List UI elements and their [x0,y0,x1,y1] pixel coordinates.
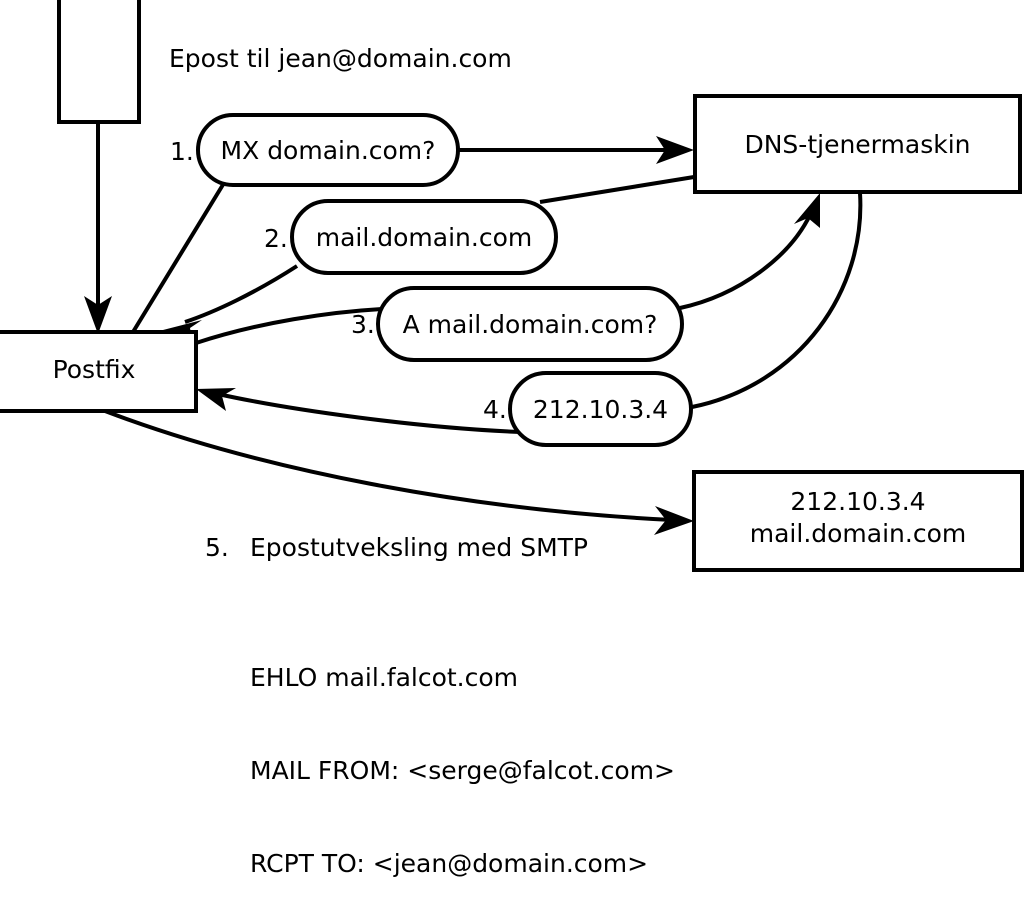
bubble-step-3 [376,286,684,362]
bubble-step-1 [196,113,460,187]
smtp-line: RCPT TO: <jean@domain.com> [250,849,649,878]
bubble-step-3-label: A mail.domain.com? [402,310,658,339]
node-postfix-label: Postfix [52,355,136,384]
bubble-step-2 [290,199,558,275]
smtp-transcript: EHLO mail.falcot.com MAIL FROM: <serge@f… [250,600,675,919]
node-postfix-box [0,330,198,413]
smtp-line: EHLO mail.falcot.com [250,663,519,692]
step-number-5: 5. [205,533,229,562]
connector-step1-postfix-to-bubble [131,181,226,334]
node-dns-box [693,94,1022,194]
header-note: Epost til jean@domain.com [169,44,512,73]
connector-step3-postfix-to-bubble [195,307,383,345]
node-mailserver-box [692,470,1024,572]
bubble-step-2-label: mail.domain.com [315,223,533,252]
smtp-line: MAIL FROM: <serge@falcot.com> [250,756,675,785]
node-mailserver-label-line2: mail.domain.com [749,519,967,548]
connector-client-to-postfix [84,122,112,334]
bubble-step-4 [508,371,693,447]
node-dns-label: DNS-tjenermaskin [744,130,971,159]
connector-step5-postfix-to-mailserver [104,409,694,535]
node-client-box [57,0,141,124]
node-mailserver-label-line1: 212.10.3.4 [790,487,926,516]
bubble-step-1-label: MX domain.com? [220,136,436,165]
connector-step4-bubble-to-postfix [196,388,521,434]
connector-step3-bubble-to-dns [679,193,820,310]
step-number-4: 4. [483,395,507,424]
step-number-2: 2. [264,224,288,253]
connector-step4-dns-to-bubble [691,192,863,409]
step-number-1: 1. [170,137,194,166]
step-5-label: Epostutveksling med SMTP [250,533,589,562]
bubble-step-4-label: 212.10.3.4 [532,395,669,424]
connector-step2-dns-to-bubble [539,175,695,204]
connector-step1-bubble-to-dns [458,136,694,164]
step-number-3: 3. [351,310,375,339]
